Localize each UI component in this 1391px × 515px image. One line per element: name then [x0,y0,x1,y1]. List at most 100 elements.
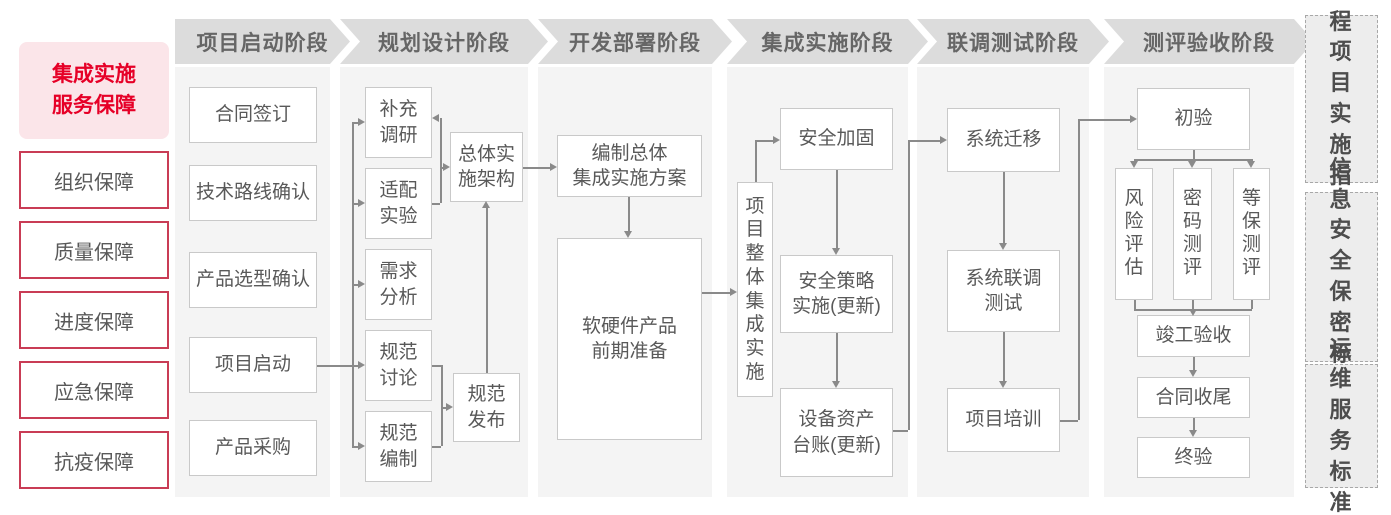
sidebar-item-schedule: 进度保障 [19,291,169,349]
connector [755,140,757,182]
arrowhead [446,403,453,411]
node-completion-acceptance: 竣工验收 [1137,315,1250,357]
node-asset-ledger: 设备资产 台账(更新) [780,388,893,477]
node-overall-plan: 编制总体 集成实施方案 [557,135,702,197]
connector [432,203,440,205]
connector [1251,159,1253,162]
connector [441,365,443,446]
node-final-acceptance: 终验 [1137,437,1250,478]
node-project-training: 项目培训 [947,388,1060,452]
connector [352,203,358,205]
node-risk-assessment: 风 险 评 估 [1115,168,1153,300]
connector [908,140,940,142]
node-contract-signing: 合同签订 [189,87,317,143]
node-initial-acceptance: 初验 [1137,88,1250,150]
standard-om-service: 运维 服务 标准 [1305,336,1378,515]
phase-header-planning-design: 规划设计阶段 [340,19,548,64]
arrowhead [1189,309,1197,316]
node-product-purchase: 产品采购 [189,420,317,476]
sidebar-item-epidemic: 抗疫保障 [19,431,169,489]
connector [1060,420,1078,422]
connector [440,167,444,169]
connector [1078,119,1080,420]
arrowhead [358,442,365,450]
arrowhead [1130,161,1138,168]
node-security-hardening: 安全加固 [780,108,893,170]
phase-header-project-start: 项目启动阶段 [175,19,350,64]
arrowhead [999,243,1007,250]
connector [1193,418,1195,431]
node-contract-closure: 合同收尾 [1137,377,1250,418]
connector [432,446,441,448]
connector [1251,300,1253,309]
arrowhead [358,280,365,288]
arrowhead [999,381,1007,388]
node-spec-release: 规范 发布 [453,373,520,442]
connector [352,446,358,448]
node-spec-drafting: 规范 编制 [365,411,432,482]
node-project-start: 项目启动 [189,337,317,393]
connector [1192,300,1194,309]
node-overall-integration: 项 目 整 体 集 成 实 施 [737,182,773,397]
phase-header-acceptance: 测评验收阶段 [1104,19,1314,64]
arrowhead [1130,115,1137,123]
node-overall-arch: 总体实 施架构 [450,132,523,202]
sidebar-item-quality: 质量保障 [19,221,169,279]
node-product-selection: 产品选型确认 [189,252,317,308]
arrowhead [624,231,632,238]
phase-header-dev-deploy: 开发部署阶段 [538,19,732,64]
connector [1078,119,1130,121]
arrowhead [358,118,365,126]
node-crypto-evaluation: 密 码 测 评 [1173,168,1212,300]
node-joint-debug-test: 系统联调 测试 [947,250,1060,332]
node-tech-route-confirm: 技术路线确认 [189,165,317,221]
standard-project-guide: 工程 项目 实施 指引 [1305,0,1378,218]
node-spec-discussion: 规范 讨论 [365,330,432,401]
connector [755,140,773,142]
node-adaptation-test: 适配 实验 [365,168,432,239]
arrowhead [730,288,737,296]
arrowhead [1188,161,1196,168]
arrowhead [358,199,365,207]
node-security-policy: 安全策略 实施(更新) [780,255,893,333]
arrowhead [1189,370,1197,377]
connector [1134,159,1136,162]
arrowhead [940,136,947,144]
connector [1003,332,1005,381]
connector [352,122,358,124]
connector [441,407,446,409]
arrowhead [550,163,557,171]
sidebar-item-organization: 组织保障 [19,151,169,209]
connector [523,167,550,169]
connector [893,430,908,432]
connector [352,365,358,367]
arrowhead [832,381,840,388]
connector [432,365,441,367]
connector [352,284,358,286]
connector [702,292,730,294]
phase-header-integration: 集成实施阶段 [727,19,928,64]
arrowhead [832,248,840,255]
connector [628,197,630,231]
node-system-migration: 系统迁移 [947,108,1060,172]
connector [1134,300,1136,309]
node-requirement-analysis: 需求 分析 [365,249,432,320]
node-hw-sw-preparation: 软硬件产品 前期准备 [557,238,702,440]
connector [1193,150,1195,159]
phase-header-joint-test: 联调测试阶段 [917,19,1109,64]
connector [317,365,352,367]
arrowhead [1189,430,1197,437]
arrowhead [482,201,490,208]
connector [440,118,442,203]
arrowhead [773,136,780,144]
connector [1193,357,1195,371]
node-mlps-evaluation: 等 保 测 评 [1233,168,1270,300]
connector [1192,159,1194,162]
connector [836,170,838,248]
connector [836,333,838,381]
connector [908,140,910,430]
arrowhead [443,163,450,171]
connector [486,208,488,373]
sidebar-item-emergency: 应急保障 [19,361,169,419]
